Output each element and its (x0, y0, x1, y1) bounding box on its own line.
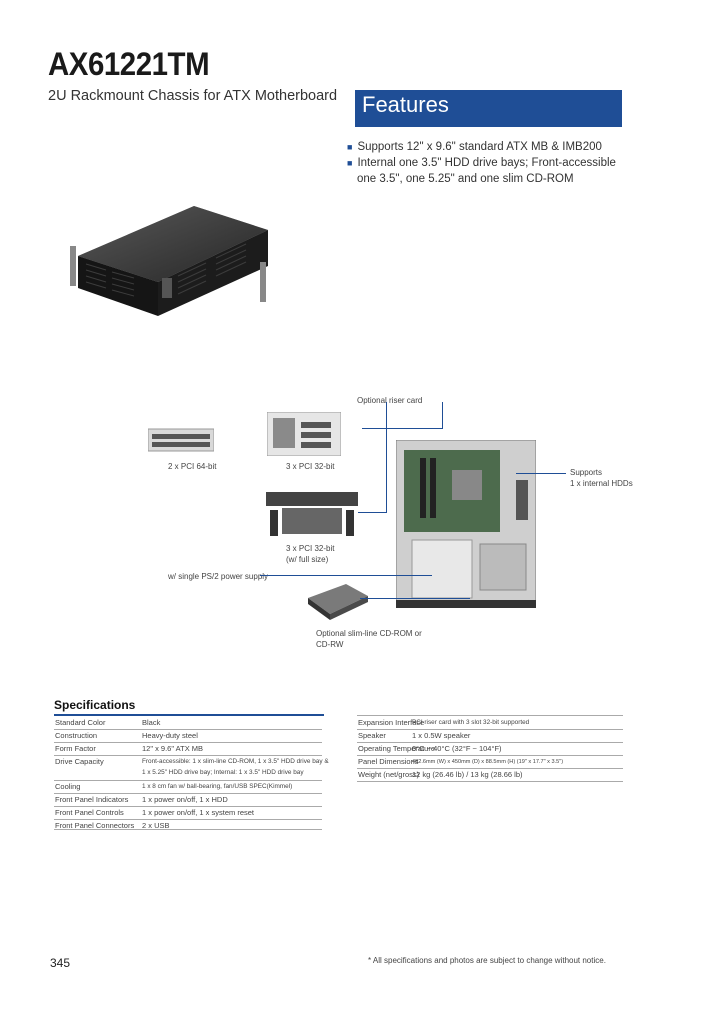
connector-line (362, 428, 442, 429)
lock-icon (162, 278, 172, 298)
footnote: * All specifications and photos are subj… (368, 956, 606, 965)
feature-item: ■Supports 12" x 9.6" standard ATX MB & I… (347, 141, 602, 153)
label-supports-hdd: 1 x internal HDDs (570, 479, 633, 488)
connector-line (386, 402, 387, 512)
features-banner (355, 90, 622, 127)
chassis-photo (70, 206, 268, 316)
label-cdrom-sub: CD-RW (316, 640, 344, 649)
connector-line (260, 575, 432, 576)
features-heading: Features (362, 92, 449, 117)
connector-line (442, 402, 443, 429)
page-number: 345 (50, 956, 71, 970)
label-riser-1: 2 x PCI 64-bit (168, 462, 217, 471)
chassis-interior-photo (396, 440, 536, 608)
connector-line (360, 598, 470, 599)
product-subtitle: 2U Rackmount Chassis for ATX Motherboard (48, 88, 338, 104)
feature-item-continued: one 3.5", one 5.25" and one slim CD-ROM (357, 173, 574, 185)
label-cdrom: Optional slim-line CD-ROM or (316, 629, 422, 638)
spec-divider (357, 715, 623, 716)
label-riser-3: 3 x PCI 32-bit (286, 544, 335, 553)
spec-rule (54, 714, 324, 716)
product-title: AX61221TM (48, 46, 210, 82)
connector-line (516, 473, 566, 474)
label-supports: Supports (570, 468, 603, 477)
specifications-heading: Specifications (54, 698, 136, 712)
spec-row: Weight (net/gross)12 kg (26.46 lb) / 13 … (357, 769, 623, 782)
connector-line (358, 512, 387, 513)
label-power-supply: w/ single PS/2 power supply (168, 572, 269, 581)
label-riser-3-sub: (w/ full size) (286, 555, 329, 564)
label-riser-2: 3 x PCI 32-bit (286, 462, 335, 471)
bullet-icon: ■ (347, 158, 353, 168)
riser-card-fullsize-photo (266, 492, 358, 536)
riser-card-64bit-photo (148, 428, 214, 452)
bullet-icon: ■ (347, 142, 353, 152)
riser-card-32bit-photo (267, 412, 341, 456)
feature-item: ■Internal one 3.5" HDD drive bays; Front… (347, 157, 616, 169)
spec-divider (54, 829, 322, 830)
cdrom-drive-photo (308, 584, 368, 620)
spec-row: Drive Capacity Front-accessible: 1 x sli… (54, 756, 329, 781)
label-optional-riser: Optional riser card (357, 396, 423, 405)
